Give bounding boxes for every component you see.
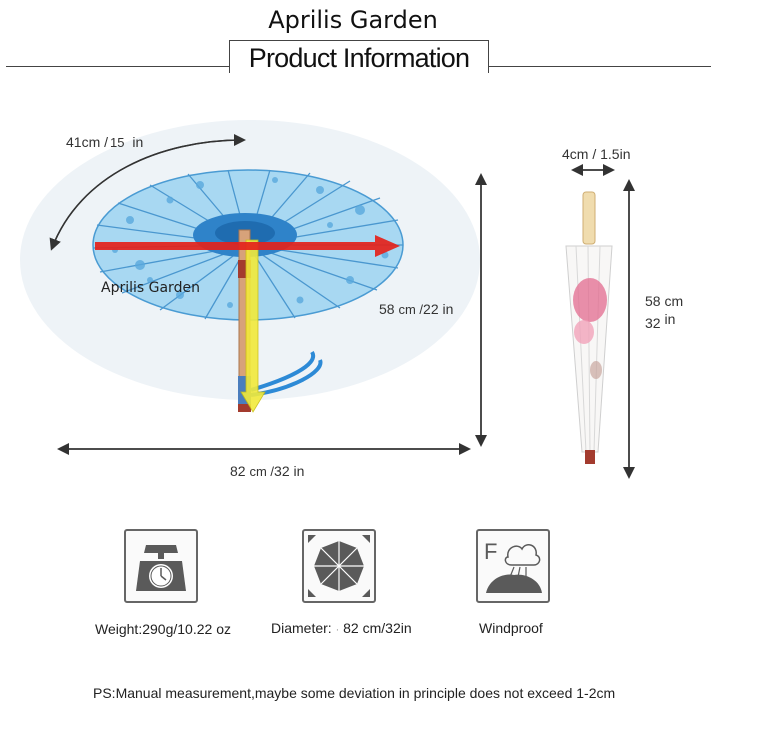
open-umbrella-illustration (20, 120, 487, 455)
closed-length-in: 32 in (645, 311, 676, 331)
diameter-label: Diameter: · 82 cm/32in (271, 620, 412, 636)
canopy-watermark: Aprilis Garden (101, 280, 200, 296)
open-height-label: 58 cm /22 in (379, 301, 454, 317)
closed-umbrella-illustration (565, 164, 635, 479)
header-rule-right (487, 66, 711, 67)
weight-label: Weight:290g/10.22 oz (95, 621, 231, 637)
measurement-note: PS:Manual measurement,maybe some deviati… (93, 685, 616, 701)
blossom-pattern (573, 278, 607, 379)
arc-length-label: 41cm /15 in (66, 134, 144, 150)
open-width-label: 82 cm /32 in (230, 463, 305, 479)
windproof-icon: F (476, 529, 550, 603)
header-rule-left (6, 66, 230, 67)
page-title: Product Information (229, 40, 489, 73)
closed-width-label: 4cm / 1.5in (562, 146, 631, 162)
svg-text:F: F (484, 539, 497, 564)
brand-title: Aprilis Garden (268, 6, 438, 34)
windproof-label: Windproof (479, 620, 543, 636)
scale-icon (124, 529, 198, 603)
umbrella-top-icon (302, 529, 376, 603)
closed-length-cm: 58 cm (645, 293, 684, 309)
